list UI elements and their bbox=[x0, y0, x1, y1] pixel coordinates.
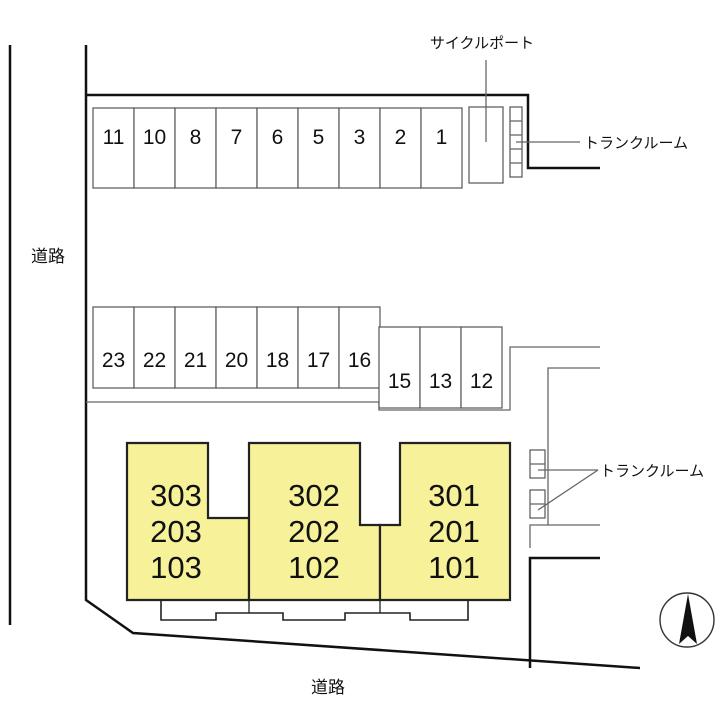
parking-space-number: 3 bbox=[354, 126, 366, 149]
parking-outline bbox=[86, 346, 600, 411]
unit-label: 202 bbox=[288, 514, 340, 549]
unit-label: 302 bbox=[288, 478, 340, 513]
parking-space-number: 18 bbox=[266, 349, 289, 372]
site-boundary-east bbox=[528, 556, 600, 668]
parking-space-number: 15 bbox=[388, 370, 411, 393]
unit-label: 102 bbox=[288, 550, 340, 585]
parking-space-number: 8 bbox=[190, 126, 202, 149]
parking-row-1: 11 10 8 7 6 5 3 2 1 bbox=[92, 107, 463, 189]
parking-space-number: 23 bbox=[102, 349, 125, 372]
parking-space-number: 10 bbox=[143, 126, 166, 149]
trunk-room-right bbox=[529, 449, 546, 519]
parking-space bbox=[133, 306, 176, 389]
parking-space bbox=[215, 107, 258, 189]
trunk-area-outline-lower bbox=[529, 524, 600, 548]
building-1: 303 203 103 bbox=[125, 441, 251, 602]
unit-label: 303 bbox=[150, 478, 202, 513]
cycle-port-label: サイクルポート bbox=[430, 34, 534, 52]
parking-space-number: 13 bbox=[429, 370, 452, 393]
parking-space bbox=[378, 326, 421, 409]
parking-space-number: 6 bbox=[272, 126, 284, 149]
parking-space bbox=[133, 107, 176, 189]
unit-label: 203 bbox=[150, 514, 202, 549]
parking-space bbox=[338, 306, 381, 389]
trunk-room-right-leader-2 bbox=[537, 469, 599, 511]
parking-space-number: 22 bbox=[143, 349, 166, 372]
parking-space-number: 16 bbox=[348, 349, 371, 372]
trunk-room-right-label: トランクルーム bbox=[600, 462, 704, 480]
parking-row-3: 15 13 12 bbox=[378, 326, 503, 409]
parking-space-number: 12 bbox=[470, 370, 493, 393]
road-label-left: 道路 bbox=[31, 247, 65, 267]
parking-space-number: 2 bbox=[395, 126, 407, 149]
parking-space-number: 11 bbox=[103, 126, 125, 149]
trunk-room-top-label: トランクルーム bbox=[584, 134, 688, 152]
parking-space bbox=[92, 107, 135, 189]
north-arrow-icon bbox=[659, 592, 715, 648]
parking-space-number: 20 bbox=[225, 349, 248, 372]
unit-label: 301 bbox=[428, 478, 480, 513]
balconies bbox=[160, 600, 469, 621]
site-boundary-west-south bbox=[84, 45, 641, 670]
parking-space bbox=[297, 306, 340, 389]
parking-space bbox=[92, 306, 135, 389]
unit-label: 103 bbox=[150, 550, 202, 585]
site-boundary-north bbox=[86, 93, 600, 170]
parking-space bbox=[419, 326, 462, 409]
parking-space bbox=[174, 107, 217, 189]
unit-label: 201 bbox=[428, 514, 480, 549]
trunk-area-outline bbox=[547, 367, 600, 525]
road-label-bottom: 道路 bbox=[311, 678, 345, 698]
parking-space-number: 17 bbox=[307, 349, 330, 372]
unit-label: 101 bbox=[428, 550, 480, 585]
parking-space bbox=[174, 306, 217, 389]
parking-space bbox=[215, 306, 258, 389]
building-2: 302 202 102 bbox=[247, 441, 382, 602]
parking-space bbox=[460, 326, 503, 409]
parking-space-number: 21 bbox=[184, 349, 207, 372]
parking-space bbox=[256, 306, 299, 389]
building-3: 301 201 101 bbox=[378, 441, 512, 602]
parking-row-2: 23 22 21 20 18 17 16 bbox=[92, 306, 381, 389]
parking-space-number: 1 bbox=[436, 126, 448, 149]
parking-space bbox=[420, 107, 463, 189]
parking-space-number: 7 bbox=[231, 126, 243, 149]
parking-space-number: 5 bbox=[313, 126, 325, 149]
parking-space bbox=[297, 107, 340, 189]
